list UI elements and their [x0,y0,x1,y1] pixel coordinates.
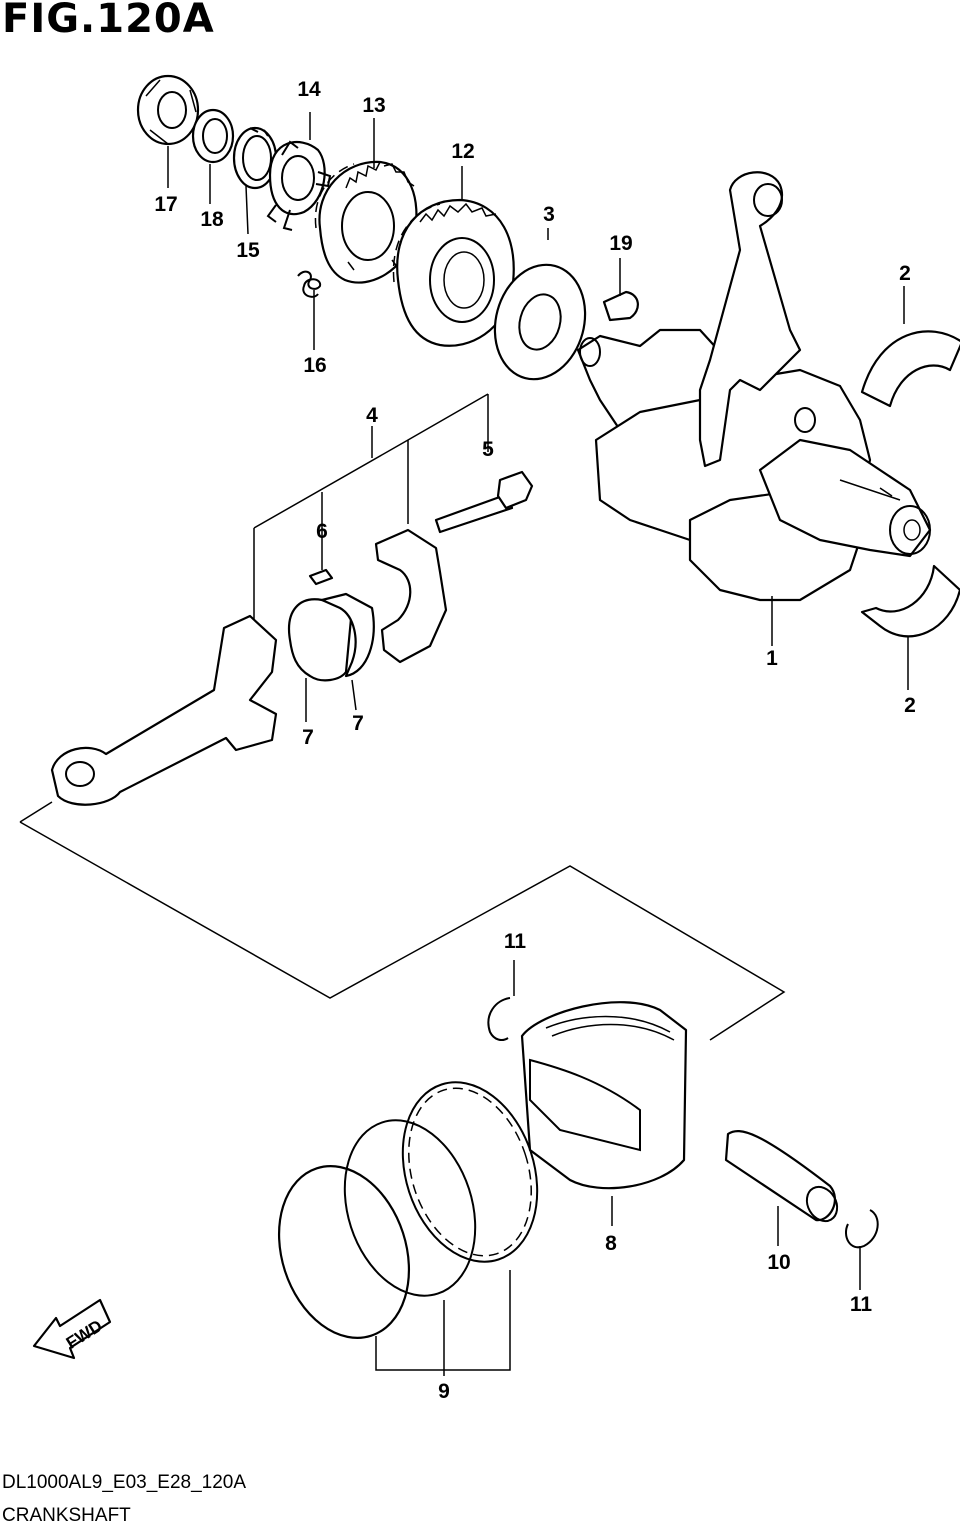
piston-8[interactable] [520,1001,688,1190]
key-19[interactable] [602,290,639,322]
gear-13[interactable] [314,160,418,284]
callout-7b: 7 [352,712,364,735]
piston-ring-top[interactable] [258,1149,430,1355]
callout-6: 6 [316,520,328,543]
callout-10: 10 [767,1251,790,1274]
callout-2b: 2 [904,694,916,717]
callout-11b: 11 [850,1293,873,1316]
washer-18[interactable] [191,108,235,164]
oil-ring[interactable] [381,1065,560,1280]
section-name: CRANKSHAFT [2,1505,131,1526]
pin-6[interactable] [308,568,334,586]
circlip-11-right[interactable] [845,1209,879,1249]
callout-1: 1 [766,647,778,670]
callout-8: 8 [605,1232,617,1255]
callout-18: 18 [200,208,224,231]
bolt-5[interactable] [434,470,534,534]
bearing-2-upper[interactable] [860,330,960,408]
fwd-arrow-icon: FWD [32,1298,112,1360]
bearing-shell-7a[interactable] [287,598,354,682]
circlip-11-left[interactable] [487,997,511,1041]
model-code: DL1000AL9_E03_E28_120A [2,1472,247,1493]
callout-3: 3 [543,203,555,226]
figure-title: FIG.120A [2,0,215,42]
callout-4: 4 [366,404,378,427]
callout-17: 17 [154,193,177,216]
spring-16[interactable] [297,270,322,298]
callout-14: 14 [297,78,321,101]
piston-pin-10[interactable] [724,1130,843,1226]
callout-12: 12 [451,140,474,163]
thrust-washer-3[interactable] [482,255,597,390]
connecting-rod-cap[interactable] [374,528,448,664]
callout-15: 15 [236,239,260,262]
callout-16: 16 [303,354,326,377]
callout-5: 5 [482,438,494,461]
callout-19: 19 [609,232,632,255]
nut-17[interactable] [136,74,200,146]
callout-7a: 7 [302,726,314,749]
bearing-shell-7b[interactable] [320,592,375,678]
crankshaft-1[interactable] [576,171,932,602]
callout-9: 9 [438,1380,450,1403]
piston-ring-second[interactable] [323,1103,497,1313]
circlip-15[interactable] [232,126,278,190]
bearing-2-lower[interactable] [860,564,960,638]
callout-11a: 11 [504,930,527,953]
connecting-rod[interactable] [50,614,278,806]
callout-2a: 2 [899,262,911,285]
callout-13: 13 [362,94,385,117]
